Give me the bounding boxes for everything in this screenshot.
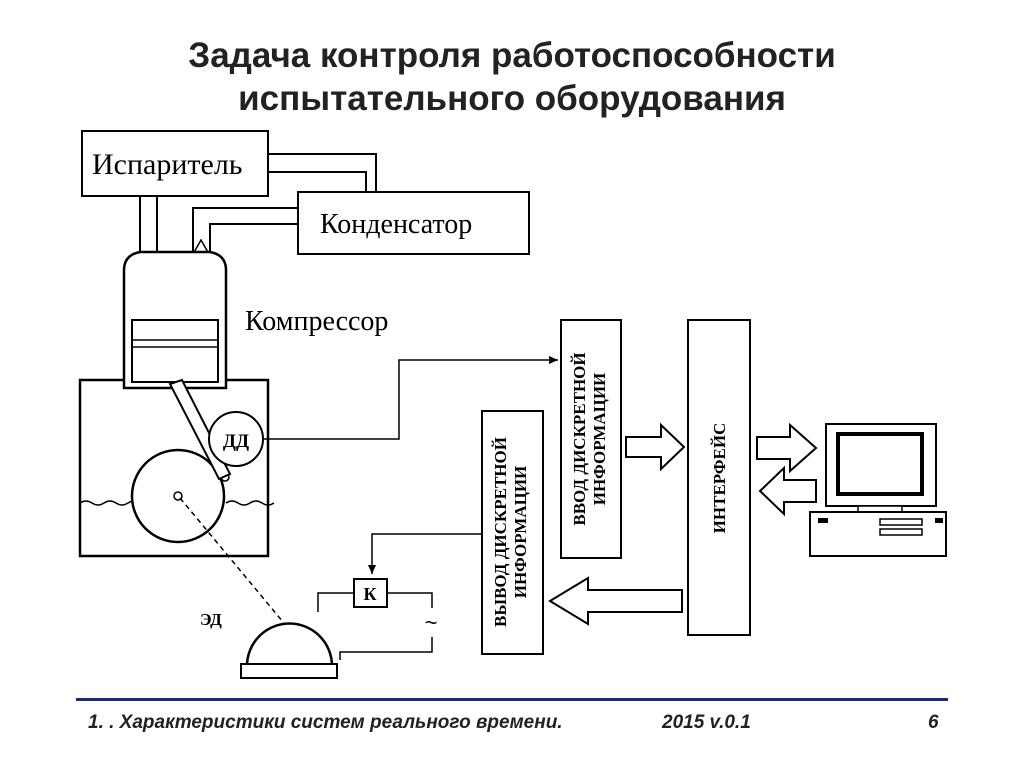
discrete-output-line2: ИНФОРМАЦИИ [511, 466, 530, 599]
discrete-output-line1: ВЫВОД ДИСКРЕТНОЙ [491, 437, 510, 627]
discrete-input-line1: ВВОД ДИСКРЕТНОЙ [570, 352, 589, 525]
title-line-1: Задача контроля работоспособности [188, 36, 836, 75]
evaporator-box [81, 130, 269, 197]
switch-label: К [363, 584, 376, 604]
footer-section: 1. . Характеристики систем реального вре… [88, 712, 563, 733]
compressor-label: Компрессор [245, 306, 388, 337]
piston [131, 319, 219, 383]
footer-page-number: 6 [928, 712, 939, 733]
slide-title: Задача контроля работоспособности испыта… [0, 34, 1024, 120]
evaporator-label: Испаритель [92, 148, 242, 181]
shaft-axis [179, 497, 299, 641]
interface-label: ИНТЕРФЕЙС [710, 423, 729, 534]
power-wiring [317, 592, 433, 660]
condenser-label: Конденсатор [320, 209, 472, 240]
arrow-input-to-interface [625, 422, 686, 472]
pressure-sensor-label: ДД [223, 431, 249, 452]
motor-base [240, 663, 338, 679]
arrow-computer-to-interface [758, 465, 817, 517]
switch-box [353, 578, 388, 608]
motor-label: ЭД [200, 610, 222, 629]
computer-icon [809, 423, 947, 557]
arrow-interface-to-output [548, 576, 683, 626]
control-signal-line [368, 533, 482, 574]
motor-body [245, 622, 334, 668]
discrete-input-line2: ИНФОРМАЦИИ [590, 373, 609, 506]
discrete-output-block [481, 410, 544, 655]
footer-divider [76, 698, 948, 701]
interface-block [687, 319, 751, 636]
pipes [139, 153, 377, 253]
sensor-signal-line [263, 356, 558, 440]
discrete-input-block [560, 319, 622, 559]
ac-source-symbol: ~ [425, 610, 438, 635]
footer-version: 2015 v.0.1 [662, 712, 751, 733]
title-line-2: испытательного оборудования [238, 79, 786, 118]
arrow-interface-to-computer [756, 422, 818, 474]
